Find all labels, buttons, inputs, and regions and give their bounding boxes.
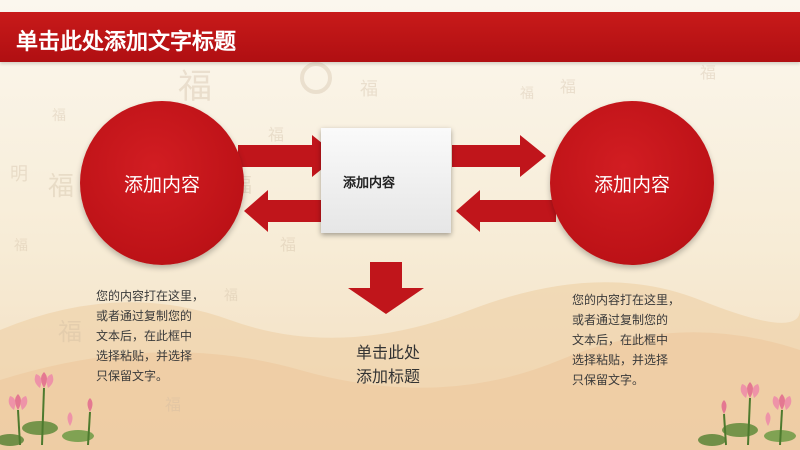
lotus-flower-icon-right bbox=[698, 382, 796, 446]
text-line: 选择粘贴，并选择 bbox=[572, 353, 669, 367]
text-line: 只保留文字。 bbox=[96, 369, 169, 383]
svg-text:福: 福 bbox=[700, 63, 716, 82]
bottom-title-line: 添加标题 bbox=[356, 367, 421, 386]
svg-text:福: 福 bbox=[520, 86, 534, 102]
bottom-title-line: 单击此处 bbox=[356, 343, 421, 362]
svg-text:福: 福 bbox=[48, 172, 74, 202]
title-bar: 单击此处添加文字标题 bbox=[0, 12, 800, 62]
svg-text:福: 福 bbox=[280, 235, 296, 254]
svg-text:福: 福 bbox=[165, 395, 181, 414]
page-title[interactable]: 单击此处添加文字标题 bbox=[16, 30, 237, 55]
lotus-flower-icon bbox=[0, 372, 94, 446]
text-line: 文本后，在此框中 bbox=[96, 329, 193, 343]
mountain-wash-front bbox=[0, 332, 800, 450]
center-box-label: 添加内容 bbox=[343, 176, 396, 191]
bottom-title[interactable]: 单击此处 添加标题 bbox=[356, 341, 420, 389]
svg-text:福: 福 bbox=[178, 67, 212, 107]
svg-text:福: 福 bbox=[360, 79, 378, 100]
right-circle-label: 添加内容 bbox=[593, 173, 670, 196]
center-box[interactable]: 添加内容 bbox=[321, 128, 451, 233]
left-circle-label: 添加内容 bbox=[123, 173, 200, 196]
text-line: 或者通过复制您的 bbox=[572, 313, 669, 327]
right-text-block[interactable]: 您的内容打在这里， 或者通过复制您的 文本后，在此框中 选择粘贴，并选择 只保留… bbox=[572, 290, 702, 390]
left-circle[interactable]: 添加内容 bbox=[80, 101, 244, 265]
text-line: 您的内容打在这里， bbox=[572, 293, 681, 307]
text-line: 您的内容打在这里， bbox=[96, 289, 205, 303]
fu-calligraphy-watermark: 福 福 福 福 明 福 福 福 福 福 福 福 福 福 福 bbox=[10, 63, 716, 414]
svg-text:福: 福 bbox=[58, 318, 82, 346]
svg-text:福: 福 bbox=[224, 288, 238, 304]
svg-text:福: 福 bbox=[14, 238, 28, 254]
text-line: 只保留文字。 bbox=[572, 373, 645, 387]
svg-text:明: 明 bbox=[10, 164, 28, 185]
text-line: 文本后，在此框中 bbox=[572, 333, 669, 347]
svg-text:福: 福 bbox=[268, 125, 284, 144]
svg-text:福: 福 bbox=[560, 77, 576, 96]
text-line: 选择粘贴，并选择 bbox=[96, 349, 193, 363]
svg-text:福: 福 bbox=[52, 108, 66, 124]
text-line: 或者通过复制您的 bbox=[96, 309, 193, 323]
left-text-block[interactable]: 您的内容打在这里， 或者通过复制您的 文本后，在此框中 选择粘贴，并选择 只保留… bbox=[96, 286, 226, 386]
right-circle[interactable]: 添加内容 bbox=[550, 101, 714, 265]
